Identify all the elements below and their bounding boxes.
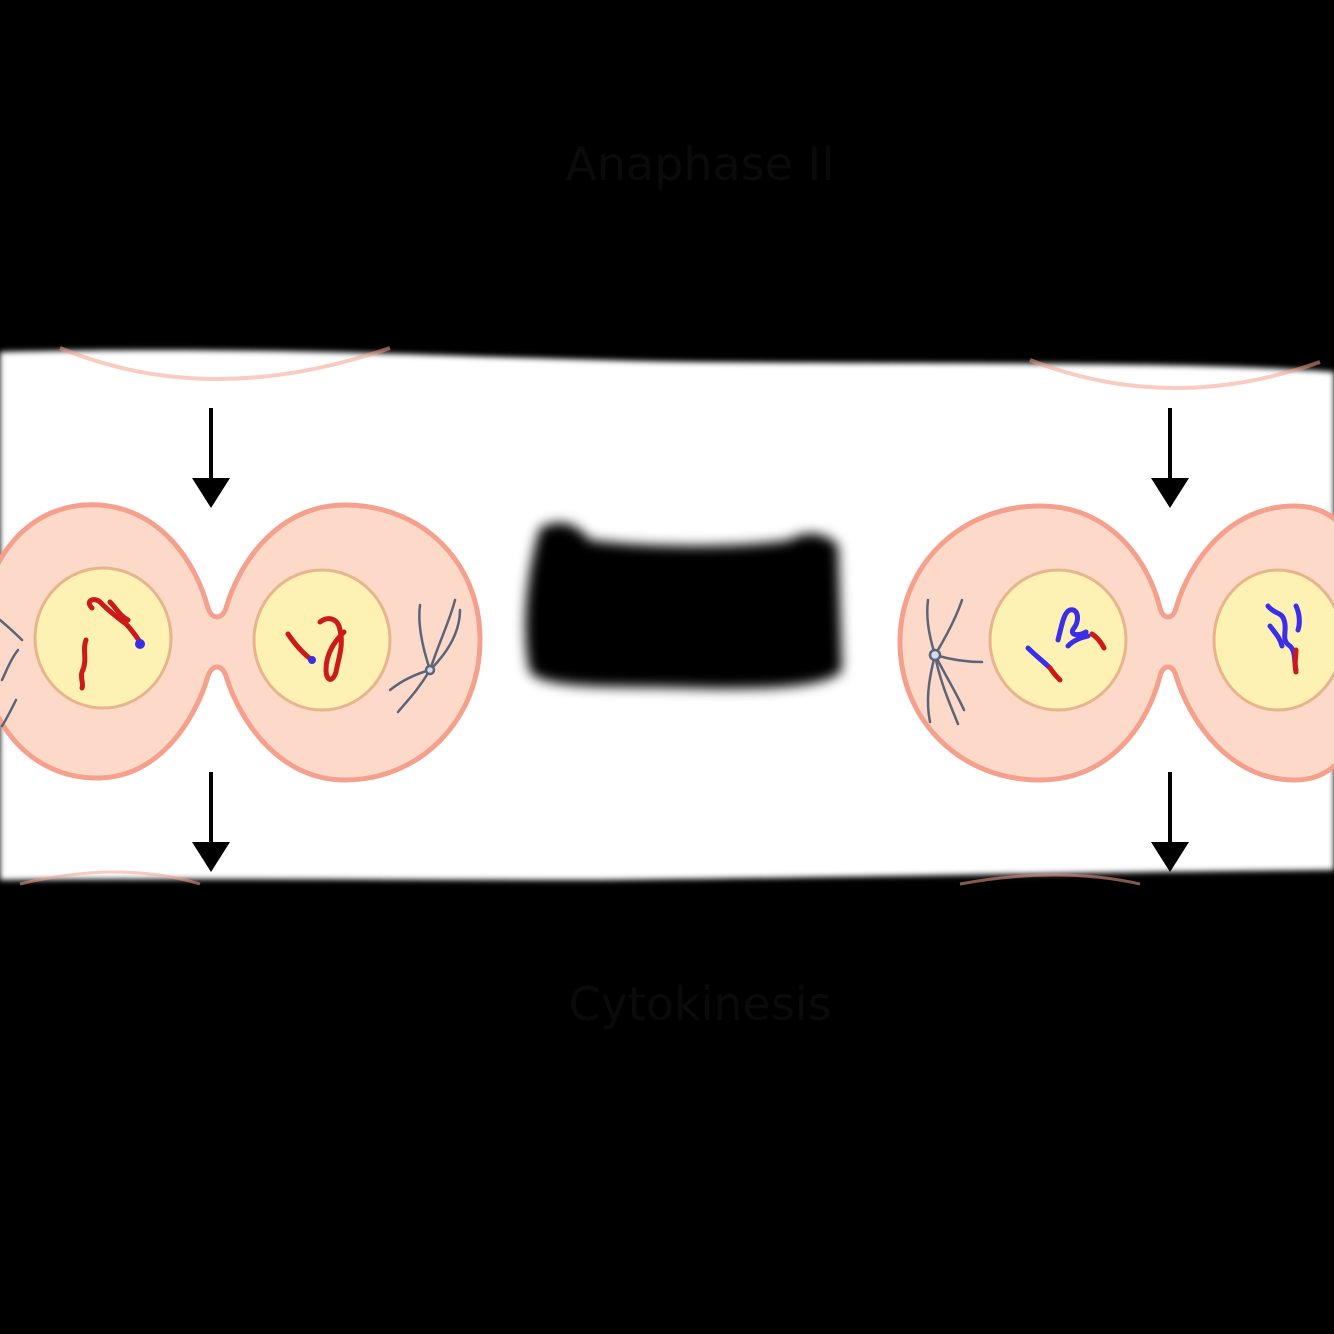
down-arrow-icon bbox=[1151, 408, 1189, 508]
spindle-fibers-icon bbox=[0, 598, 462, 728]
middle-stage-label-group: Telophase II bbox=[525, 522, 842, 689]
down-arrow-icon bbox=[1151, 772, 1189, 872]
middle-stage-label: Telophase II bbox=[554, 612, 825, 666]
right-dividing-cell bbox=[897, 503, 1334, 783]
down-arrow-icon bbox=[192, 408, 230, 508]
nucleus-right bbox=[1212, 568, 1334, 712]
chromosome-icon bbox=[1047, 631, 1299, 683]
left-dividing-cell bbox=[0, 502, 483, 783]
nucleus-left bbox=[33, 566, 173, 710]
label-redaction bbox=[525, 522, 842, 689]
bottom-stage-label: Cytokinesis bbox=[568, 977, 831, 1031]
nucleus-right bbox=[252, 568, 392, 712]
top-stage-label: Anaphase II bbox=[565, 137, 834, 191]
down-arrow-icon bbox=[192, 772, 230, 872]
spindle-fibers-icon bbox=[926, 598, 984, 726]
cell-edge-peeks bbox=[19, 346, 1321, 886]
chromosome-icon bbox=[135, 639, 316, 664]
